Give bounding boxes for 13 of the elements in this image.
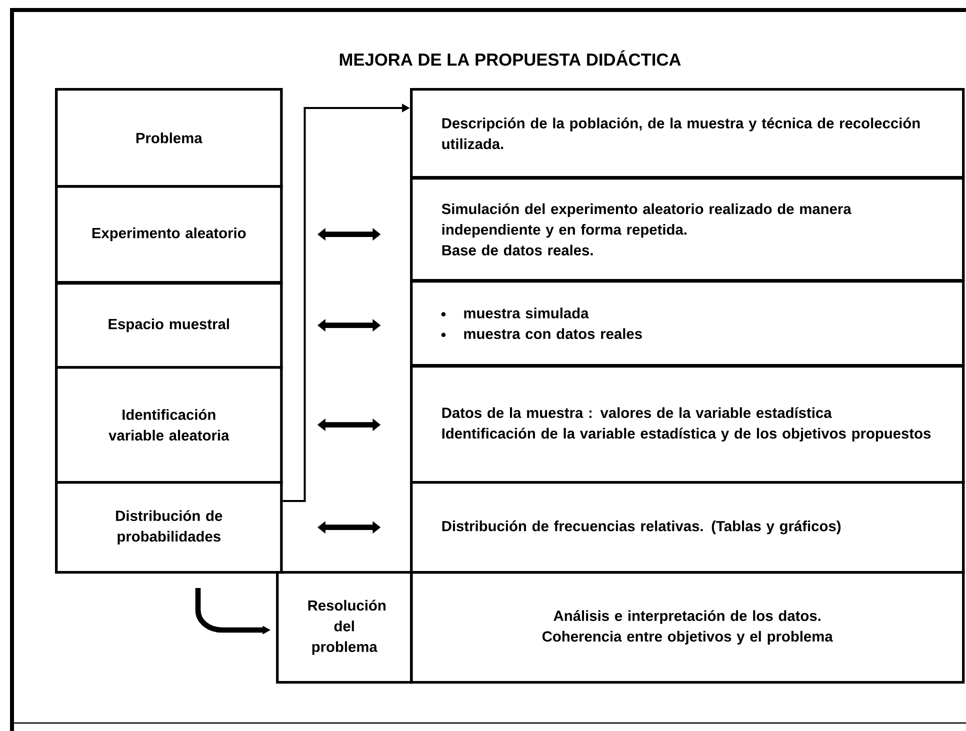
concept-box: Identificación variable aleatoria	[55, 366, 283, 484]
description-box: Distribución de frecuencias relativas. (Tablas y gráficos)	[410, 481, 965, 574]
concept-box: Distribución de probabilidades	[55, 481, 283, 574]
description-box: Descripción de la población, de la muestra y técnica de recolección utilizada.	[410, 88, 965, 179]
concept-box: Problema	[55, 88, 283, 188]
concept-box: Resolución del problema	[276, 571, 413, 684]
title: MEJORA DE LA PROPUESTA DIDÁCTICA	[340, 50, 681, 66]
concept-box: Análisis e interpretación de los datos. Coherencia entre objetivos y el problema	[410, 571, 965, 684]
concept-box: Espacio muestral	[55, 282, 283, 369]
description-box: Datos de la muestra : valores de la variable estadística Identificación de la variable estadística y de los objetivos propuestos	[410, 365, 965, 484]
list-box: muestra simulada muestra con datos reales	[410, 280, 965, 367]
concept-box: Experimento aleatorio	[55, 185, 283, 284]
description-box: Simulación del experimento aleatorio realizado de manera independiente y en forma repetida. Base de datos reales.	[410, 177, 965, 282]
